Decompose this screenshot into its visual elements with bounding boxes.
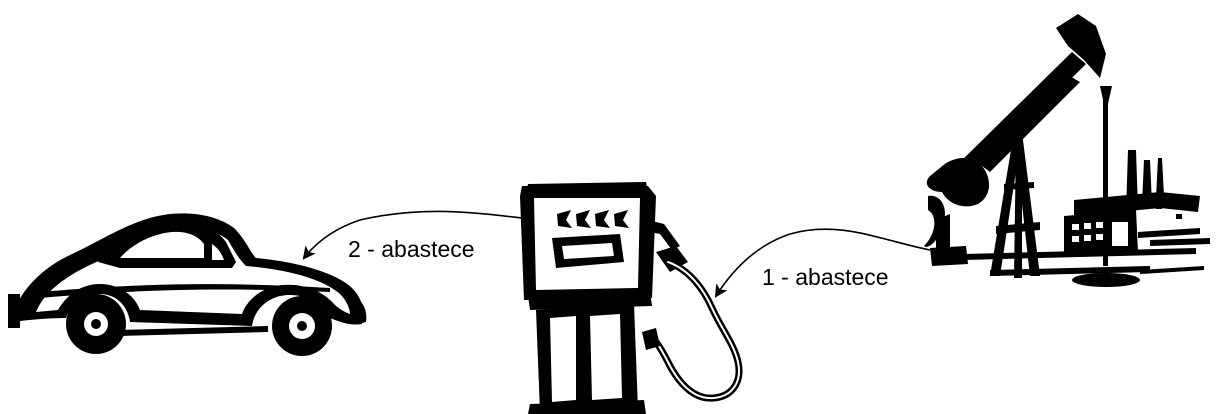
fuel-pump-icon	[520, 182, 739, 414]
oil-pumpjack-refinery-icon	[924, 14, 1210, 287]
car-icon	[8, 213, 366, 356]
label-1-abastece: 1 - abastece	[762, 264, 889, 290]
label-2-abastece: 2 - abastece	[348, 236, 475, 262]
